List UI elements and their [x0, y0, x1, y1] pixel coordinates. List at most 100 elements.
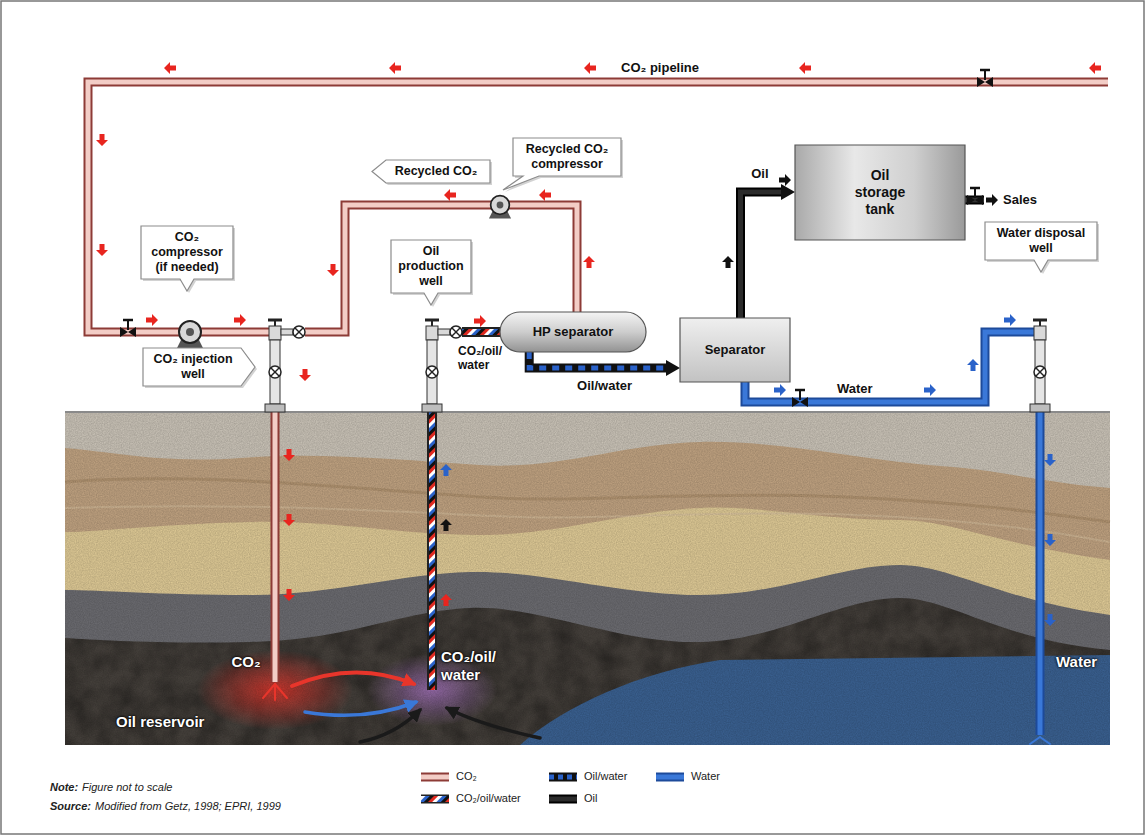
note-heading: Source: [50, 800, 91, 813]
callout-box: Water disposal well [985, 222, 1097, 260]
legend-pipe [656, 774, 684, 779]
legend-item: CO₂/oil/water [420, 792, 521, 805]
surface-pipe [88, 82, 1108, 402]
node-label: HP separator [533, 324, 614, 340]
flow-arrow [234, 314, 246, 326]
reservoir-label: CO₂ [232, 653, 261, 671]
separator-box: Separator [680, 318, 790, 382]
node-label: Oil production well [397, 244, 465, 289]
valve-symbol [792, 390, 808, 407]
node-label: Recycled CO₂ [388, 164, 484, 179]
node-label: Water disposal well [991, 226, 1091, 256]
reservoir-flow-arrow [292, 672, 414, 686]
flow-arrow [283, 589, 295, 601]
note-text: Figure not to scale [82, 781, 173, 794]
valve-symbol [967, 188, 983, 205]
compressor-symbol [489, 196, 511, 219]
legend-item: Oil/water [548, 770, 627, 783]
rock-strata [65, 412, 1110, 745]
compressor-symbol [177, 321, 203, 348]
flow-arrow [146, 314, 158, 326]
flow-label: Water [837, 381, 873, 397]
flow-arrow [444, 189, 456, 201]
legend-pipe [421, 774, 449, 779]
surface-pipe [88, 82, 1108, 332]
flow-arrow [96, 244, 108, 256]
pipe-outline [741, 192, 784, 318]
flow-arrow [583, 256, 595, 268]
flow-arrow [164, 62, 176, 74]
legend-pipe [421, 794, 449, 803]
flow-label: Sales [1003, 192, 1037, 208]
legend-pipe [549, 794, 577, 803]
flow-arrow [967, 359, 979, 371]
legend-item: Oil [548, 792, 597, 805]
compressor-symbol [491, 196, 510, 215]
flow-tag: Recycled CO₂ [372, 160, 490, 183]
pipe-label: CO₂ pipeline [621, 60, 699, 76]
legend-item: Water [655, 770, 720, 783]
flow-arrow [283, 449, 295, 461]
arrow-head [666, 360, 680, 376]
flow-arrow [96, 134, 108, 146]
flow-arrow [474, 315, 486, 327]
shape-outline [503, 138, 621, 190]
edge-label: Oil [751, 166, 768, 182]
wellhead-symbol [265, 320, 1050, 412]
flow-arrow [539, 189, 551, 201]
node-label: CO₂ injection well [149, 352, 237, 382]
well-pipe [273, 412, 278, 682]
well-pipe [271, 412, 280, 682]
flow-arrow [1089, 62, 1101, 74]
shape-outline [985, 222, 1097, 272]
compressor-symbol [497, 202, 504, 209]
reservoir-flow-arrow [274, 684, 276, 700]
flow-arrow [1044, 534, 1056, 546]
legend-label: CO₂/oil/water [456, 792, 521, 805]
valve-symbol [120, 320, 136, 337]
callout-box: CO₂ compressor (if needed) [141, 226, 233, 279]
callout-tag: CO₂ injection well [143, 348, 255, 386]
legend-pipe [549, 774, 577, 779]
surface-pipe [88, 82, 1108, 332]
shape-outline [795, 145, 965, 240]
well-pipe [275, 412, 1040, 735]
legend-label: Water [691, 770, 720, 783]
flow-arrow [584, 62, 596, 74]
legend-pipe [421, 772, 449, 781]
flow-arrow [440, 464, 452, 476]
surface-pipe [462, 329, 502, 335]
reservoir-flow-arrow [1040, 737, 1050, 744]
separator-vessel: HP separator [500, 312, 646, 352]
reservoir-label: Oil reservoir [116, 713, 204, 731]
well-pipe [1038, 412, 1043, 735]
rock-strata [65, 412, 1110, 745]
legend-label: CO₂ [456, 770, 477, 783]
shape-outline [141, 226, 233, 291]
flow-arrow [1044, 614, 1056, 626]
flow-arrow [96, 62, 1101, 626]
pipe-outline [529, 352, 668, 368]
edge-label: Oil/water [577, 378, 632, 394]
reservoir-flow-arrow [447, 708, 540, 738]
legend-sample [548, 771, 578, 783]
pipe-connector [529, 352, 680, 376]
rock-strata [65, 411, 1110, 413]
pipe-connector [741, 184, 796, 318]
flow-arrow [1044, 454, 1056, 466]
node-label: Recycled CO₂ compressor [519, 142, 615, 172]
legend-item: CO₂ [420, 770, 477, 783]
flow-arrow [924, 384, 936, 396]
legend-pipe [421, 796, 449, 802]
shape-outline [372, 160, 490, 183]
legend-pipe [549, 796, 577, 801]
legend-pipe [656, 772, 684, 781]
wellhead-symbol [1030, 320, 1050, 412]
legend-sample [548, 793, 578, 805]
callout-box: Oil production well [391, 240, 471, 293]
shape-outline [143, 348, 255, 386]
flow-arrow [283, 514, 295, 526]
